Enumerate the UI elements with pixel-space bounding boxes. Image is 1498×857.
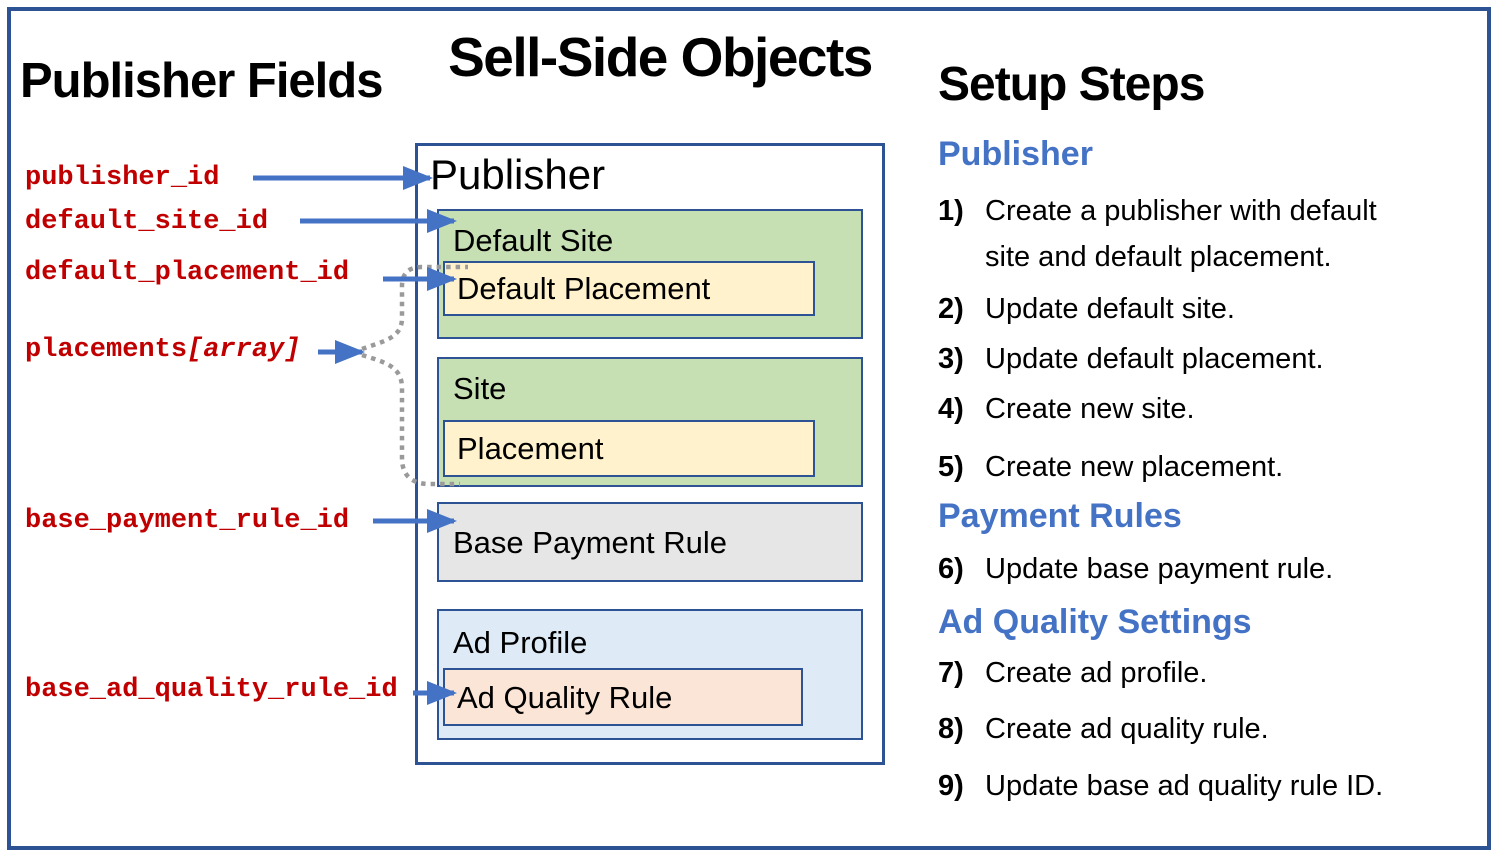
- field-default-placement-id: default_placement_id: [25, 254, 349, 292]
- ad-quality-rule-box: Ad Quality Rule: [443, 668, 803, 726]
- step-number: 7): [938, 657, 964, 689]
- step-number: 3): [938, 343, 964, 375]
- step-1: 1) Create a publisher with default site …: [938, 188, 1486, 280]
- step-text: Update default site.: [985, 293, 1235, 325]
- field-default-site-id: default_site_id: [25, 203, 268, 241]
- base-payment-rule-box: Base Payment Rule: [437, 502, 863, 582]
- field-label: base_payment_rule_id: [25, 506, 350, 536]
- section-heading-publisher: Publisher: [938, 135, 1093, 173]
- step-number: 2): [938, 293, 964, 325]
- step-text: Update base ad quality rule ID.: [985, 770, 1384, 802]
- field-label: publisher_id: [25, 163, 220, 193]
- step-number: 4): [938, 393, 964, 425]
- step-4: 4) Create new site.: [938, 386, 1486, 432]
- step-text: Create new site.: [985, 393, 1195, 425]
- field-suffix: [array]: [187, 335, 301, 365]
- ad-profile-box: Ad Profile Ad Quality Rule: [437, 609, 863, 740]
- placement-label: Placement: [457, 431, 604, 466]
- site-box: Site Placement: [437, 357, 863, 487]
- ad-quality-rule-label: Ad Quality Rule: [457, 679, 673, 715]
- publisher-box: Publisher Default Site Default Placement…: [415, 143, 885, 765]
- default-placement-label: Default Placement: [457, 271, 711, 306]
- default-site-label: Default Site: [453, 223, 614, 258]
- setup-steps-column: Setup Steps Publisher 1) Create a publis…: [938, 56, 1486, 809]
- section-heading-payment-rules: Payment Rules: [938, 497, 1182, 535]
- field-base-ad-quality-rule-id: base_ad_quality_rule_id: [25, 671, 398, 709]
- step-7: 7) Create ad profile.: [938, 650, 1486, 696]
- sell-side-objects-title: Sell-Side Objects: [448, 26, 873, 88]
- publisher-fields-title: Publisher Fields: [20, 54, 383, 108]
- ad-profile-label: Ad Profile: [453, 625, 588, 660]
- step-text: Create a publisher with default site and…: [985, 195, 1377, 273]
- step-text: Update default placement.: [985, 343, 1324, 375]
- default-site-box: Default Site Default Placement: [437, 209, 863, 339]
- step-number: 5): [938, 451, 964, 483]
- step-text: Create ad profile.: [985, 657, 1208, 689]
- section-heading-ad-quality-settings: Ad Quality Settings: [938, 603, 1252, 641]
- step-text: Create ad quality rule.: [985, 713, 1269, 745]
- base-payment-rule-label: Base Payment Rule: [453, 524, 727, 560]
- field-placements-array: placements[array]: [25, 331, 300, 369]
- step-9: 9) Update base ad quality rule ID.: [938, 763, 1486, 809]
- field-label: placements: [25, 335, 188, 365]
- publisher-label: Publisher: [430, 151, 606, 198]
- field-base-payment-rule-id: base_payment_rule_id: [25, 502, 349, 540]
- field-label: default_placement_id: [25, 258, 350, 288]
- step-text: Create new placement.: [985, 451, 1284, 483]
- step-text: Update base payment rule.: [985, 553, 1334, 585]
- default-placement-box: Default Placement: [443, 261, 815, 316]
- step-5: 5) Create new placement.: [938, 444, 1486, 490]
- step-2: 2) Update default site.: [938, 286, 1486, 332]
- field-publisher-id: publisher_id: [25, 159, 219, 197]
- step-number: 9): [938, 770, 964, 802]
- step-number: 6): [938, 553, 964, 585]
- setup-steps-title: Setup Steps: [938, 58, 1205, 111]
- step-3: 3) Update default placement.: [938, 336, 1486, 382]
- field-label: default_site_id: [25, 207, 269, 237]
- field-label: base_ad_quality_rule_id: [25, 675, 398, 705]
- step-number: 1): [938, 195, 964, 227]
- placement-box: Placement: [443, 420, 815, 477]
- step-number: 8): [938, 713, 964, 745]
- step-6: 6) Update base payment rule.: [938, 546, 1486, 592]
- step-8: 8) Create ad quality rule.: [938, 706, 1486, 752]
- site-label: Site: [453, 371, 507, 406]
